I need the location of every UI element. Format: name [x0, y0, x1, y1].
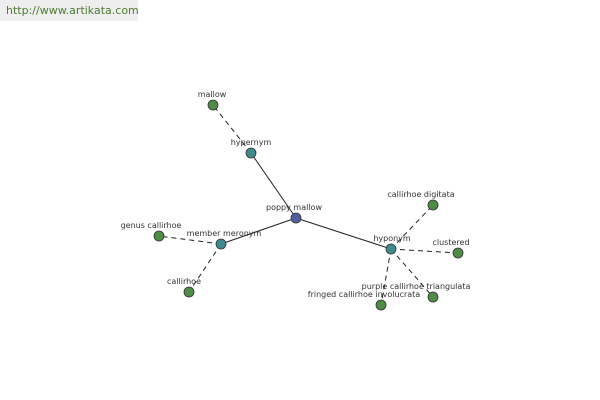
node-fringed-callirhoe-involucrata[interactable]: [375, 299, 387, 311]
edge-center-member-meronym: [220, 217, 297, 245]
label-mallow: mallow: [198, 90, 227, 99]
edge-hypernym-mallow: [212, 104, 252, 154]
edge-hyponym-clustered: [390, 248, 459, 254]
edge-center-hypernym: [250, 152, 297, 219]
label-clustered: clustered: [432, 238, 469, 247]
label-poppy-mallow: poppy mallow: [266, 203, 322, 212]
node-hyponym[interactable]: [385, 243, 397, 255]
node-mallow[interactable]: [207, 99, 219, 111]
node-genus-callirhoe[interactable]: [153, 230, 165, 242]
label-callirhoe: callirhoe: [167, 277, 201, 286]
node-callirhoe[interactable]: [183, 286, 195, 298]
edge-hyponym-purple-callirhoe-triangulata: [390, 248, 434, 298]
edge-hyponym-fringed-callirhoe-involucrata: [380, 248, 392, 306]
source-url-link[interactable]: http://www.artikata.com: [6, 4, 139, 17]
graph-nodes: [153, 99, 464, 311]
label-hypernym: hypernym: [231, 138, 272, 147]
label-member-meronym: member meronym: [187, 229, 262, 238]
edge-center-hyponym: [295, 217, 392, 250]
node-hypernym[interactable]: [245, 147, 257, 159]
edge-meronym-callirhoe: [188, 243, 222, 293]
node-poppy-mallow[interactable]: [290, 212, 302, 224]
node-member-meronym[interactable]: [215, 238, 227, 250]
edge-meronym-genus-callirhoe: [158, 235, 222, 245]
node-purple-callirhoe-triangulata[interactable]: [427, 291, 439, 303]
graph-edges: [158, 104, 459, 306]
label-hyponym: hyponym: [373, 234, 411, 243]
label-purple-callirhoe-triangulata: purple callirhoe triangulata: [362, 282, 471, 291]
graph-labels: mallow hypernym poppy mallow genus calli…: [121, 90, 471, 299]
source-banner: http://www.artikata.com: [0, 0, 139, 21]
label-genus-callirhoe: genus callirhoe: [121, 221, 182, 230]
node-clustered[interactable]: [452, 247, 464, 259]
label-fringed-callirhoe-involucrata: fringed callirhoe involucrata: [308, 290, 421, 299]
edge-hyponym-callirhoe-digitata: [390, 204, 434, 250]
label-callirhoe-digitata: callirhoe digitata: [387, 190, 454, 199]
node-callirhoe-digitata[interactable]: [427, 199, 439, 211]
